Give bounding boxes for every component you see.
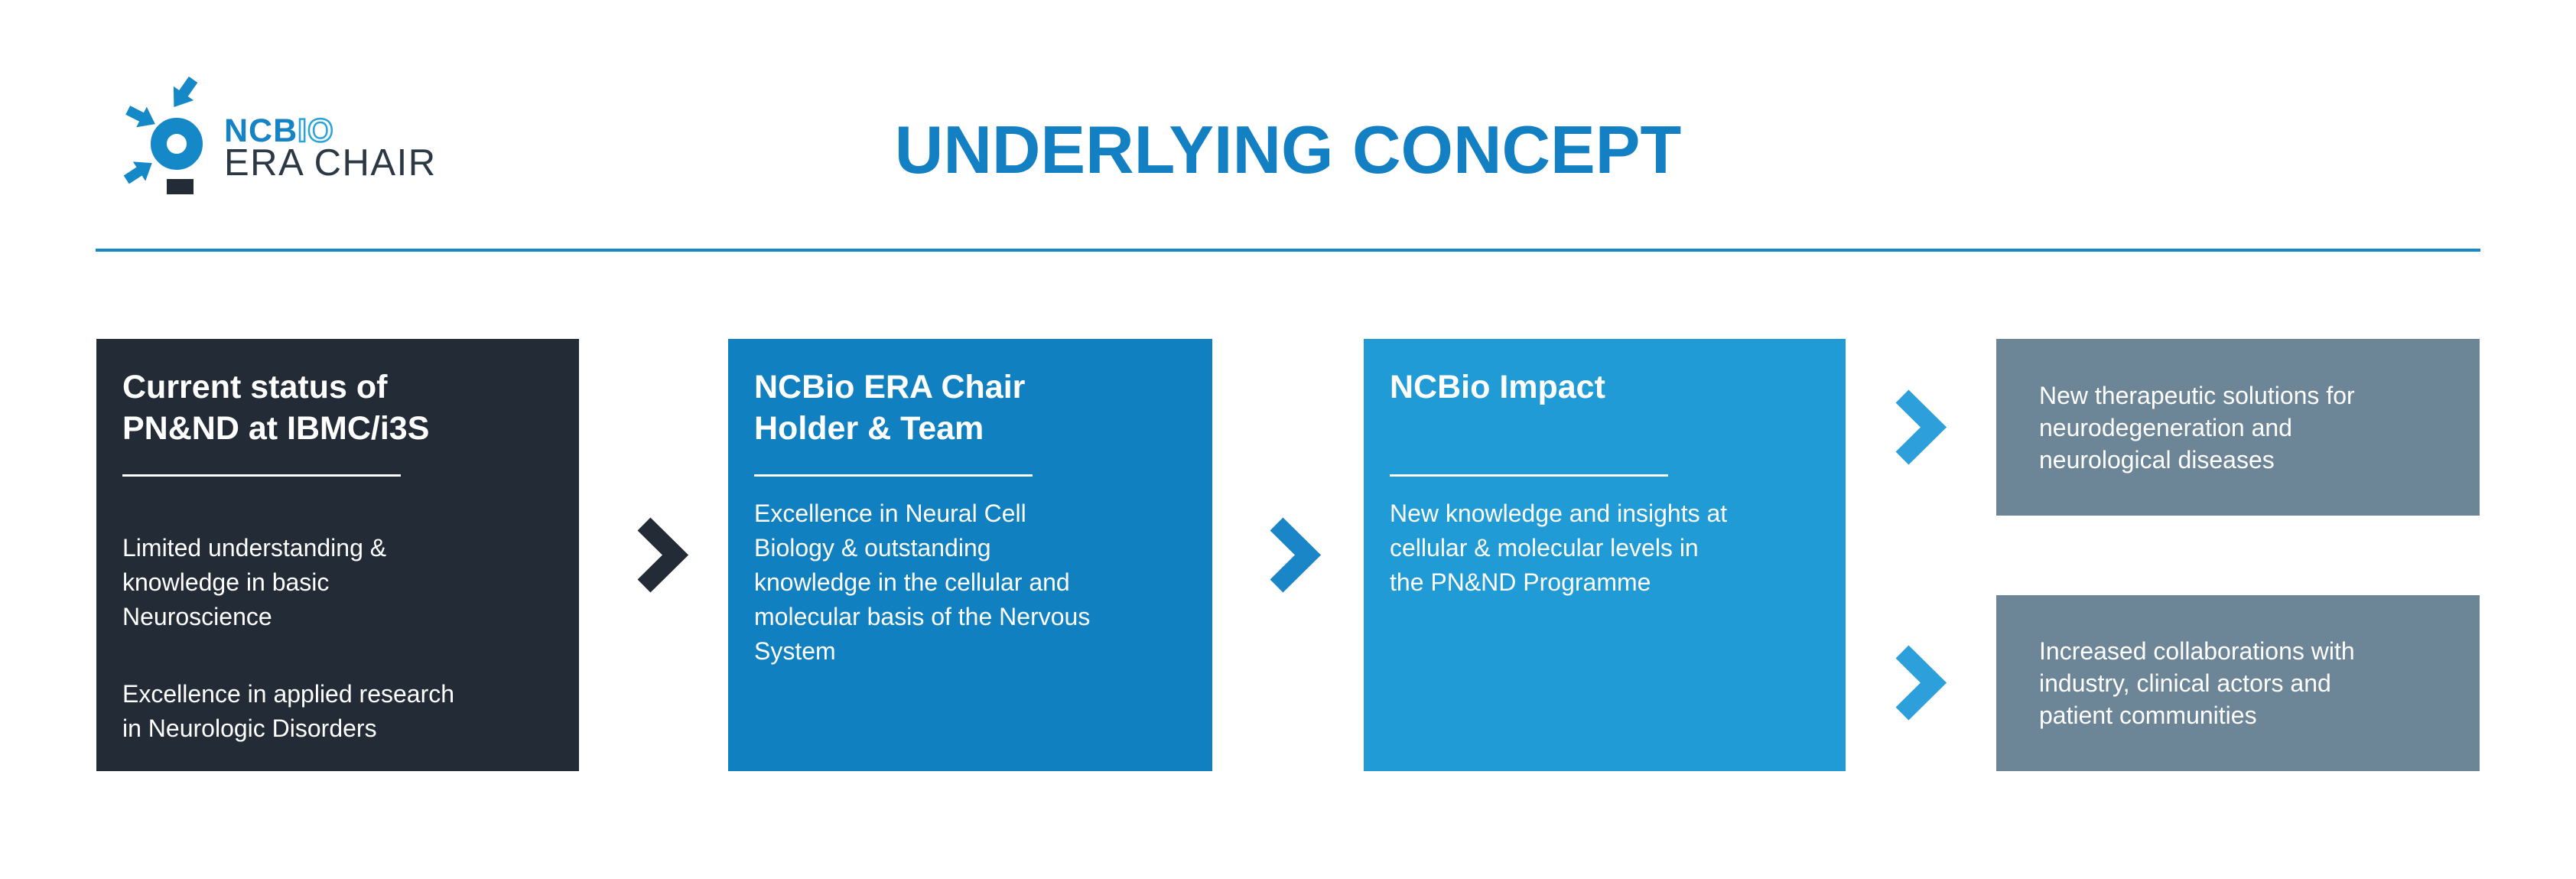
chevron-right-icon bbox=[1895, 645, 1947, 721]
panel-title: NCBio Impact bbox=[1390, 369, 1605, 405]
outcome-text: Increased collaborations with industry, … bbox=[2039, 637, 2355, 729]
logo-subtitle: ERA CHAIR bbox=[224, 142, 437, 184]
panel-divider bbox=[122, 474, 401, 477]
chevron-right-icon bbox=[1895, 389, 1947, 465]
outcome-text: New therapeutic solutions for neurodegen… bbox=[2039, 381, 2355, 474]
panel-body: Limited understanding & knowledge in bas… bbox=[122, 496, 556, 789]
outcome-box-collaborations: Increased collaborations with industry, … bbox=[1996, 595, 2480, 771]
panel-ncbio-impact: NCBio Impact New knowledge and insights … bbox=[1364, 339, 1846, 771]
panel-body: Excellence in Neural Cell Biology & outs… bbox=[754, 500, 1091, 665]
panel-current-status: Current status of PN&ND at IBMC/i3S Limi… bbox=[96, 339, 579, 771]
outcome-box-therapeutic-solutions: New therapeutic solutions for neurodegen… bbox=[1996, 339, 2480, 516]
panel-paragraph: Limited understanding & knowledge in bas… bbox=[122, 534, 387, 630]
page-title: UNDERLYING CONCEPT bbox=[894, 112, 1682, 187]
ncbio-logo-icon bbox=[123, 76, 203, 194]
panel-title: NCBio ERA Chair Holder & Team bbox=[754, 369, 1026, 447]
logo-ncb-text: NCB bbox=[224, 112, 298, 149]
panel-divider bbox=[1390, 474, 1668, 477]
chevron-right-icon bbox=[1270, 517, 1322, 593]
panel-title: Current status of PN&ND at IBMC/i3S bbox=[122, 369, 430, 447]
panel-paragraph: Excellence in applied research in Neurol… bbox=[122, 680, 455, 742]
header-divider bbox=[96, 249, 2480, 252]
logo-io-text: IO bbox=[297, 112, 334, 149]
logo-wordmark: NCBIO bbox=[224, 112, 334, 149]
chevron-right-icon bbox=[637, 517, 689, 593]
panel-divider bbox=[754, 474, 1033, 477]
panel-era-chair-team: NCBio ERA Chair Holder & Team Excellence… bbox=[728, 339, 1212, 771]
panel-body: New knowledge and insights at cellular &… bbox=[1390, 500, 1728, 596]
